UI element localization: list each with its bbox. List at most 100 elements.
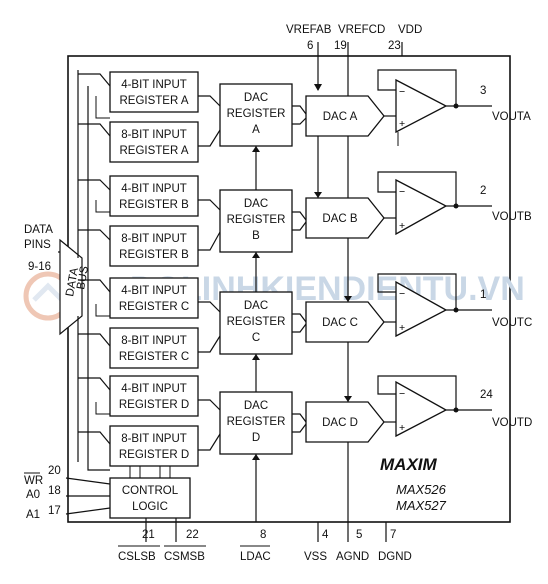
svg-text:5: 5 [356,529,362,541]
pin-vrefab: VREFAB 6 [286,24,332,91]
svg-text:4-BIT INPUT: 4-BIT INPUT [121,183,187,195]
svg-text:4-BIT INPUT: 4-BIT INPUT [121,285,187,297]
svg-text:+: + [399,118,405,130]
svg-text:REGISTER: REGISTER [227,214,286,226]
svg-text:VOUTA: VOUTA [492,111,531,123]
svg-text:−: − [399,86,405,98]
svg-text:DAC D: DAC D [322,417,358,429]
svg-text:DAC A: DAC A [323,111,358,123]
svg-text:CONTROL: CONTROL [122,485,179,497]
svg-text:DATA: DATA [64,267,81,298]
svg-text:3: 3 [480,85,486,97]
opamp-d: − + [377,375,492,438]
input-register-4bit-b: 4-BIT INPUT REGISTER B [109,175,199,217]
svg-text:−: − [399,388,405,400]
input-register-8bit-a: 8-BIT INPUT REGISTER A [109,121,199,163]
svg-text:4-BIT INPUT: 4-BIT INPUT [121,383,187,395]
reg-to-dacreg-wires [198,95,221,451]
svg-text:9-16: 9-16 [28,261,51,273]
opamp-c: − + [377,273,492,338]
svg-text:REGISTER B: REGISTER B [119,199,189,211]
svg-text:23: 23 [388,40,401,52]
svg-text:VREFAB: VREFAB [286,24,332,36]
part-number-1: MAX526 [396,482,447,497]
svg-text:CSMSB: CSMSB [164,551,205,563]
svg-text:VDD: VDD [398,24,422,36]
svg-text:DAC: DAC [244,92,268,104]
output-b: 2 VOUTB [480,185,532,223]
svg-text:REGISTER B: REGISTER B [119,249,189,261]
svg-text:8: 8 [260,529,266,541]
maxim-logo: MAXIM [380,455,438,474]
pin-vss: 4 VSS [304,522,329,563]
svg-text:CSLSB: CSLSB [118,551,156,563]
svg-text:21: 21 [142,529,155,541]
ldac-line [252,146,260,522]
pin-cslsb: 21 CSLSB [118,518,160,563]
svg-text:B: B [252,230,260,242]
pin-csmsb: 22 CSMSB [164,518,206,563]
svg-text:LOGIC: LOGIC [132,501,168,513]
svg-text:REGISTER A: REGISTER A [119,145,188,157]
opamp-a: − + [377,69,492,146]
svg-text:LDAC: LDAC [240,551,271,563]
data-bus: DATA BUS [59,70,91,462]
svg-text:4: 4 [322,529,329,541]
svg-text:REGISTER: REGISTER [227,416,286,428]
svg-text:DAC: DAC [244,400,268,412]
svg-text:AGND: AGND [336,551,369,563]
svg-text:−: − [399,288,405,300]
svg-text:2: 2 [480,185,486,197]
svg-text:VOUTD: VOUTD [492,417,532,429]
dac-d: DAC D [305,401,385,443]
dacreg-to-dac-wires [292,105,307,433]
input-register-4bit-d: 4-BIT INPUT REGISTER D [109,375,199,417]
input-register-8bit-d: 8-BIT INPUT REGISTER D [109,425,199,467]
part-number-2: MAX527 [396,498,447,513]
svg-text:WR: WR [24,475,43,487]
input-register-8bit-c: 8-BIT INPUT REGISTER C [109,327,199,369]
svg-text:REGISTER D: REGISTER D [119,399,189,411]
input-register-4bit-a: 4-BIT INPUT REGISTER A [109,71,199,113]
svg-text:1: 1 [480,289,486,301]
pin-wr: WR 20 [24,465,111,487]
svg-text:DAC: DAC [244,198,268,210]
dac-a: DAC A [305,95,385,137]
svg-text:8-BIT INPUT: 8-BIT INPUT [121,335,187,347]
svg-text:REGISTER: REGISTER [227,108,286,120]
pin-agnd: 5 AGND [336,510,369,563]
pin-vdd: VDD 23 [388,24,422,56]
svg-text:DATA: DATA [24,224,53,236]
vrefab-to-dac-b [314,136,322,198]
input-register-4bit-c: 4-BIT INPUT REGISTER C [109,277,199,319]
output-a: 3 VOUTA [480,85,531,123]
svg-text:DGND: DGND [378,551,412,563]
vrefcd-arrows [344,296,352,402]
svg-text:VSS: VSS [304,551,327,563]
svg-text:VREFCD: VREFCD [338,24,385,36]
svg-text:REGISTER A: REGISTER A [119,95,188,107]
pin-a0: A0 18 [26,485,110,501]
svg-text:A0: A0 [26,489,40,501]
svg-text:REGISTER D: REGISTER D [119,449,189,461]
svg-text:VOUTB: VOUTB [492,211,532,223]
svg-text:DAC: DAC [244,300,268,312]
pin-dgnd: 7 DGND [378,522,412,563]
dac-register-d: DAC REGISTER D [219,391,293,455]
pin-ldac: 8 LDAC [240,529,271,563]
svg-text:−: − [399,186,405,198]
svg-text:8-BIT INPUT: 8-BIT INPUT [121,233,187,245]
svg-text:8-BIT INPUT: 8-BIT INPUT [121,129,187,141]
svg-text:REGISTER: REGISTER [227,316,286,328]
svg-text:A: A [252,124,260,136]
svg-text:20: 20 [48,465,61,477]
svg-text:6: 6 [307,40,313,52]
svg-text:A1: A1 [26,509,40,521]
svg-text:D: D [252,432,260,444]
svg-text:DAC B: DAC B [322,213,357,225]
svg-text:REGISTER C: REGISTER C [119,301,189,313]
svg-text:22: 22 [186,529,199,541]
svg-text:19: 19 [334,40,347,52]
dac-register-b: DAC REGISTER B [219,189,293,253]
